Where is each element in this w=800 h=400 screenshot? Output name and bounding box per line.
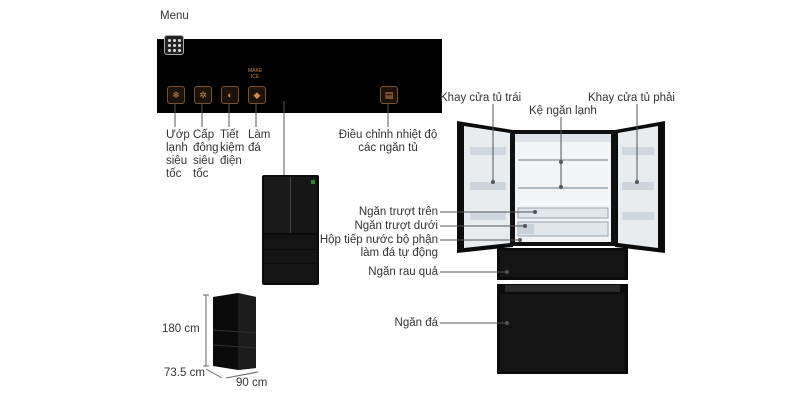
feature-label-temperature: Điều chỉnh nhiệt độ các ngăn tủ — [338, 129, 438, 154]
temperature-icon[interactable]: ▤ — [380, 86, 398, 104]
menu-button[interactable] — [164, 35, 184, 55]
feature-label-ice: Làm đá — [248, 129, 271, 154]
feature-label-eco: Tiết kiệm điện — [220, 129, 245, 167]
label-vegetable: Ngăn rau quả — [368, 266, 438, 278]
rapid-cool-icon[interactable]: ❄ — [167, 86, 185, 104]
feature-label-rapid-cool: Ướp lạnh siêu tốc — [166, 129, 190, 180]
open-fridge — [457, 121, 665, 374]
rapid-freeze-icon[interactable]: ✲ — [194, 86, 212, 104]
ice-make-icon[interactable]: ◆ — [248, 86, 266, 104]
small-fridge-front — [262, 175, 319, 285]
make-ice-text: MAKE ICE — [248, 68, 263, 80]
label-shelf: Kệ ngăn lạnh — [529, 105, 597, 117]
dimension-fridge — [212, 293, 257, 370]
panel-leader-lines — [174, 101, 389, 180]
label-ice: Ngăn đá — [394, 317, 438, 329]
dimension-depth: 73.5 cm — [164, 367, 205, 379]
menu-label: Menu — [160, 10, 189, 22]
dimension-width: 90 cm — [236, 377, 268, 389]
label-upper-slide: Ngăn trượt trên — [358, 206, 438, 218]
feature-label-rapid-freeze: Cấp đông siêu tốc — [193, 129, 219, 180]
label-right-door-tray: Khay cửa tủ phải — [588, 92, 675, 104]
label-left-door-tray: Khay cửa tủ trái — [440, 92, 522, 104]
label-water-box: Hộp tiếp nước bộ phận làm đá tự động — [319, 234, 438, 259]
eco-icon[interactable]: ◐ — [221, 86, 239, 104]
label-lower-slide: Ngăn trượt dưới — [354, 220, 438, 232]
fridge-leader-dots — [491, 160, 639, 325]
dimension-lines — [203, 294, 259, 379]
dimension-height: 180 cm — [162, 323, 200, 335]
fridge-leader-lines — [440, 104, 638, 324]
